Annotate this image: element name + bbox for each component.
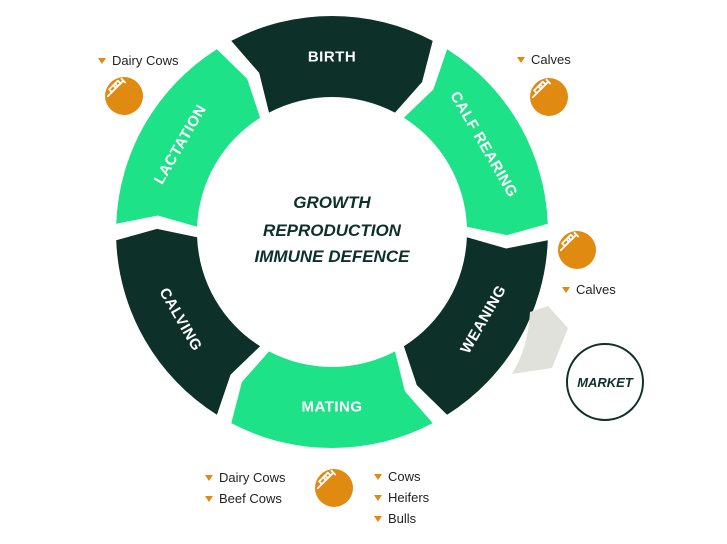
weaning-vaccination-note: Calves	[562, 279, 616, 300]
list-item: Heifers	[374, 487, 429, 508]
syringe-icon	[558, 231, 596, 269]
syringe-icon	[105, 77, 143, 115]
center-line-reproduction: REPRODUCTION	[263, 221, 402, 240]
segment-calf-rearing	[403, 49, 548, 236]
triangle-marker-icon	[517, 57, 525, 63]
syringe-icon	[315, 469, 353, 507]
triangle-marker-icon	[374, 516, 382, 522]
calf-rearing-vaccination-note: Calves	[517, 49, 571, 70]
mating-vaccination-note-right: Cows Heifers Bulls	[374, 466, 429, 529]
market-circle	[566, 343, 644, 421]
list-item: Dairy Cows	[98, 50, 178, 71]
syringe-icon	[530, 78, 568, 116]
market-label: MARKET	[577, 375, 634, 390]
stage-label-birth: BIRTH	[308, 49, 356, 66]
center-line-immune-defence: IMMUNE DEFENCE	[255, 247, 411, 266]
segment-calving	[116, 228, 261, 415]
center-line-growth: GROWTH	[293, 193, 371, 212]
triangle-marker-icon	[374, 474, 382, 480]
list-item: Calves	[562, 279, 616, 300]
triangle-marker-icon	[98, 58, 106, 64]
lactation-vaccination-note: Dairy Cows	[98, 50, 178, 71]
triangle-marker-icon	[374, 495, 382, 501]
list-item: Calves	[517, 49, 571, 70]
mating-vaccination-note-left: Dairy Cows Beef Cows	[205, 467, 285, 509]
segment-birth	[231, 15, 433, 113]
triangle-marker-icon	[205, 475, 213, 481]
list-item: Bulls	[374, 508, 429, 529]
list-item: Cows	[374, 466, 429, 487]
triangle-marker-icon	[562, 287, 570, 293]
segment-lactation	[116, 49, 261, 227]
market-arrow	[512, 306, 568, 374]
segment-weaning	[403, 237, 548, 415]
cycle-segments	[116, 15, 548, 449]
segment-mating	[231, 351, 433, 449]
list-item: Beef Cows	[205, 488, 285, 509]
list-item: Dairy Cows	[205, 467, 285, 488]
triangle-marker-icon	[205, 496, 213, 502]
stage-label-mating: MATING	[301, 399, 362, 416]
